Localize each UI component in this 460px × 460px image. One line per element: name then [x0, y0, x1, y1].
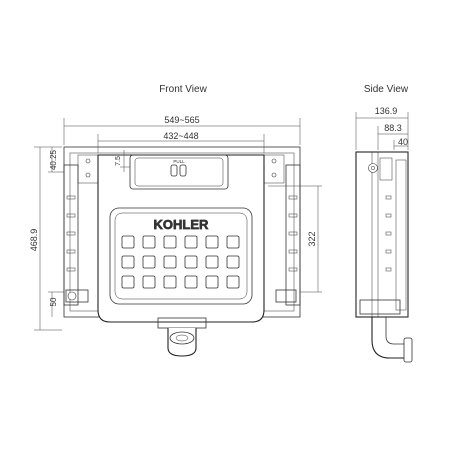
panel-grid-square: [142, 275, 156, 289]
access-panel: [109, 207, 253, 305]
outlet-pipe: [167, 328, 197, 357]
side-view-title: Side View: [364, 84, 409, 95]
dim-button-height: 322: [307, 231, 317, 246]
side-outlet-cap: [403, 337, 413, 363]
panel-grid-square: [226, 235, 240, 249]
dim-top-offset: 40.25: [49, 149, 58, 170]
dim-mid-depth: 88.3: [384, 123, 402, 133]
panel-grid-square: [163, 235, 177, 249]
dim-overall-height: 468.9: [29, 229, 39, 252]
side-bracket: [395, 159, 407, 311]
right-rail-slots: [288, 195, 298, 272]
kohler-logo-text: KOHLER: [154, 217, 210, 232]
dim-depth: 136.9: [375, 106, 398, 116]
pull-tab-right: [179, 164, 187, 177]
right-inlet: [275, 289, 297, 303]
panel-grid-square: [163, 275, 177, 289]
side-valve-core: [370, 165, 376, 171]
panel-grid-square: [142, 235, 156, 249]
panel-grid-square: [205, 235, 219, 249]
left-inlet: [65, 289, 89, 303]
outlet-bore: [175, 334, 189, 342]
panel-grid-square: [184, 255, 198, 269]
side-frame: [377, 151, 409, 318]
left-inlet-port: [67, 291, 77, 301]
screw-hole: [271, 172, 277, 178]
dim-overall-width: 549~565: [164, 115, 199, 125]
dim-bottom-offset: 50: [49, 297, 58, 306]
side-top-block: [379, 157, 393, 181]
panel-grid: [121, 235, 240, 289]
pull-tab-left: [170, 164, 178, 177]
outlet-ring: [169, 331, 195, 345]
panel-grid-square: [184, 235, 198, 249]
panel-grid-square: [142, 255, 156, 269]
side-outlet-elbow: [371, 317, 404, 359]
panel-grid-square: [205, 255, 219, 269]
access-panel-inner: [114, 212, 248, 300]
dim-inner-width: 432~448: [163, 131, 198, 141]
side-valve-icon: [368, 163, 378, 173]
front-view: PULL KOHLER 549~565 432~448 468.9: [29, 115, 322, 357]
screw-hole: [85, 172, 91, 178]
side-outlet-inner: [385, 317, 404, 345]
cistern-body: [97, 154, 265, 323]
panel-grid-square: [184, 275, 198, 289]
flush-button: [134, 157, 224, 187]
side-bottom-block: [359, 299, 401, 315]
right-rail: [285, 164, 301, 306]
side-body: [355, 151, 409, 318]
dim-button-offset: 7.5: [115, 156, 122, 166]
dim-front-depth: 40: [398, 137, 408, 147]
left-rail-slots: [66, 195, 76, 272]
panel-grid-square: [121, 235, 135, 249]
side-slots: [385, 195, 392, 272]
screw-hole: [271, 158, 277, 164]
panel-grid-square: [121, 255, 135, 269]
screw-hole: [85, 158, 91, 164]
flush-button-housing: [129, 154, 229, 190]
side-view: 136.9 88.3 40: [355, 106, 413, 363]
pull-label: PULL: [173, 159, 185, 164]
front-view-title: Front View: [159, 84, 207, 95]
panel-grid-square: [226, 275, 240, 289]
panel-grid-square: [226, 255, 240, 269]
left-rail: [63, 164, 79, 306]
panel-grid-square: [163, 255, 177, 269]
panel-grid-square: [121, 275, 135, 289]
panel-grid-square: [205, 275, 219, 289]
